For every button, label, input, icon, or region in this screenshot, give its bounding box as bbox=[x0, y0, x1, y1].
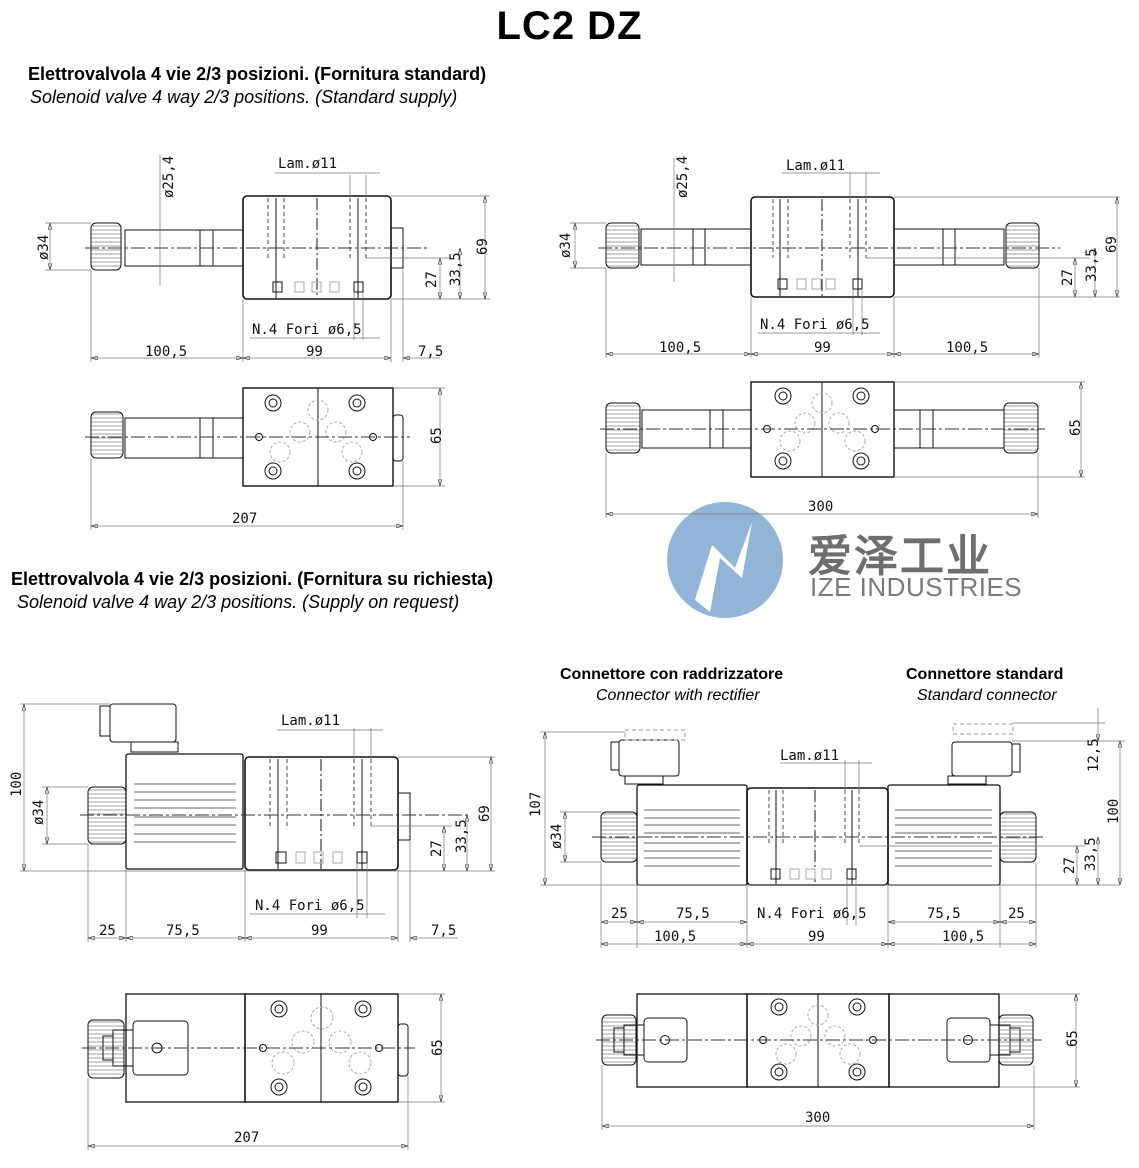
dim-width-100-5: 100,5 bbox=[145, 344, 187, 360]
dim-height-33-5-double: 33,5 bbox=[1084, 248, 1100, 282]
dim-knob-diameter-req: ø34 bbox=[31, 800, 47, 825]
dim-plan-width-207-req: 207 bbox=[234, 1130, 259, 1146]
page-title: LC2 DZ bbox=[496, 4, 643, 48]
dim-knob-diameter-double: ø34 bbox=[558, 233, 574, 258]
dim-width-7-5: 7,5 bbox=[418, 344, 443, 360]
watermark-name-cn: 爱泽工业 bbox=[808, 531, 992, 582]
dim-width-25-left: 25 bbox=[611, 906, 628, 922]
rectifier-connector-label-it: Connettore con raddrizzatore bbox=[560, 666, 784, 683]
section-request-heading-en: Solenoid valve 4 way 2/3 positions. (Sup… bbox=[17, 592, 460, 612]
rectifier-connector-label-en: Connector with rectifier bbox=[596, 687, 760, 704]
req-single-elevation bbox=[20, 703, 495, 942]
dim-width-left-100-5: 100,5 bbox=[659, 340, 701, 356]
dim-width-100-5-right: 100,5 bbox=[942, 929, 984, 945]
dim-width-99-req: 99 bbox=[311, 923, 328, 939]
dim-width-75-5-right: 75,5 bbox=[927, 906, 961, 922]
req-single-plan bbox=[82, 993, 445, 1150]
section-standard-heading-en: Solenoid valve 4 way 2/3 positions. (Sta… bbox=[30, 87, 458, 107]
dim-width-7-5-req: 7,5 bbox=[431, 923, 456, 939]
dim-width-75-5-req: 75,5 bbox=[166, 923, 200, 939]
dim-holes-req-double: N.4 Fori ø6,5 bbox=[757, 906, 867, 922]
dim-plan-width-300-req: 300 bbox=[805, 1110, 830, 1126]
dim-lam-double: Lam.ø11 bbox=[786, 158, 845, 174]
dim-width-99-req-double: 99 bbox=[808, 929, 825, 945]
dim-height-69: 69 bbox=[475, 238, 491, 255]
dim-height-27-req-double: 27 bbox=[1062, 857, 1078, 874]
dim-lam-req: Lam.ø11 bbox=[281, 713, 340, 729]
dim-plan-height-65-req: 65 bbox=[430, 1039, 446, 1056]
dim-height-12-5: 12,5 bbox=[1086, 738, 1102, 772]
dim-plan-height-65-double: 65 bbox=[1068, 419, 1084, 436]
dim-width-99-double: 99 bbox=[814, 340, 831, 356]
dim-height-33-5: 33,5 bbox=[448, 252, 464, 286]
dim-height-27-double: 27 bbox=[1060, 269, 1076, 286]
dim-lam: Lam.ø11 bbox=[278, 156, 337, 172]
dim-plan-height-65-req-double: 65 bbox=[1065, 1030, 1081, 1047]
watermark-name-en: IZE INDUSTRIES bbox=[810, 572, 1023, 602]
dim-height-100-req-double: 100 bbox=[1106, 799, 1122, 824]
dim-width-75-5-left: 75,5 bbox=[676, 906, 710, 922]
dim-height-69-req: 69 bbox=[477, 805, 493, 822]
standard-connector-label-it: Connettore standard bbox=[906, 666, 1064, 683]
dim-width-99: 99 bbox=[306, 344, 323, 360]
dim-plan-width-300: 300 bbox=[808, 499, 833, 515]
dim-tube-diameter-double: ø25,4 bbox=[675, 156, 691, 198]
dim-height-69-double: 69 bbox=[1104, 236, 1120, 253]
dim-tube-diameter: ø25,4 bbox=[161, 156, 177, 198]
section-request-heading-it: Elettrovalvola 4 vie 2/3 posizioni. (For… bbox=[11, 569, 494, 589]
std-double-plan bbox=[600, 381, 1085, 518]
std-single-plan bbox=[85, 387, 445, 530]
std-double-elevation bbox=[570, 158, 1120, 358]
dim-width-25-req: 25 bbox=[99, 923, 116, 939]
dim-holes: N.4 Fori ø6,5 bbox=[252, 322, 362, 338]
standard-connector-label-en: Standard connector bbox=[917, 687, 1057, 704]
dim-height-33-5-req-double: 33,5 bbox=[1083, 837, 1099, 871]
dim-height-107: 107 bbox=[528, 792, 544, 817]
dim-holes-double: N.4 Fori ø6,5 bbox=[760, 317, 870, 333]
dim-height-27-req: 27 bbox=[429, 840, 445, 857]
std-single-elevation bbox=[45, 155, 490, 362]
dim-width-100-5-left: 100,5 bbox=[654, 929, 696, 945]
dim-plan-height-65: 65 bbox=[429, 427, 445, 444]
dim-width-right-100-5: 100,5 bbox=[946, 340, 988, 356]
dim-height-33-5-req: 33,5 bbox=[454, 819, 470, 853]
dim-width-25-right: 25 bbox=[1008, 906, 1025, 922]
dim-plan-width-207: 207 bbox=[232, 511, 257, 527]
req-double-plan bbox=[596, 993, 1080, 1130]
dim-lam-req-double: Lam.ø11 bbox=[780, 748, 839, 764]
dim-height-100-req: 100 bbox=[9, 772, 25, 797]
dim-knob-diameter: ø34 bbox=[36, 235, 52, 260]
dim-height-27: 27 bbox=[424, 271, 440, 288]
dim-holes-req: N.4 Fori ø6,5 bbox=[255, 898, 365, 914]
req-double-elevation bbox=[540, 708, 1125, 948]
dim-knob-diameter-req-double: ø34 bbox=[549, 824, 565, 849]
section-standard-heading-it: Elettrovalvola 4 vie 2/3 posizioni. (For… bbox=[28, 64, 487, 84]
